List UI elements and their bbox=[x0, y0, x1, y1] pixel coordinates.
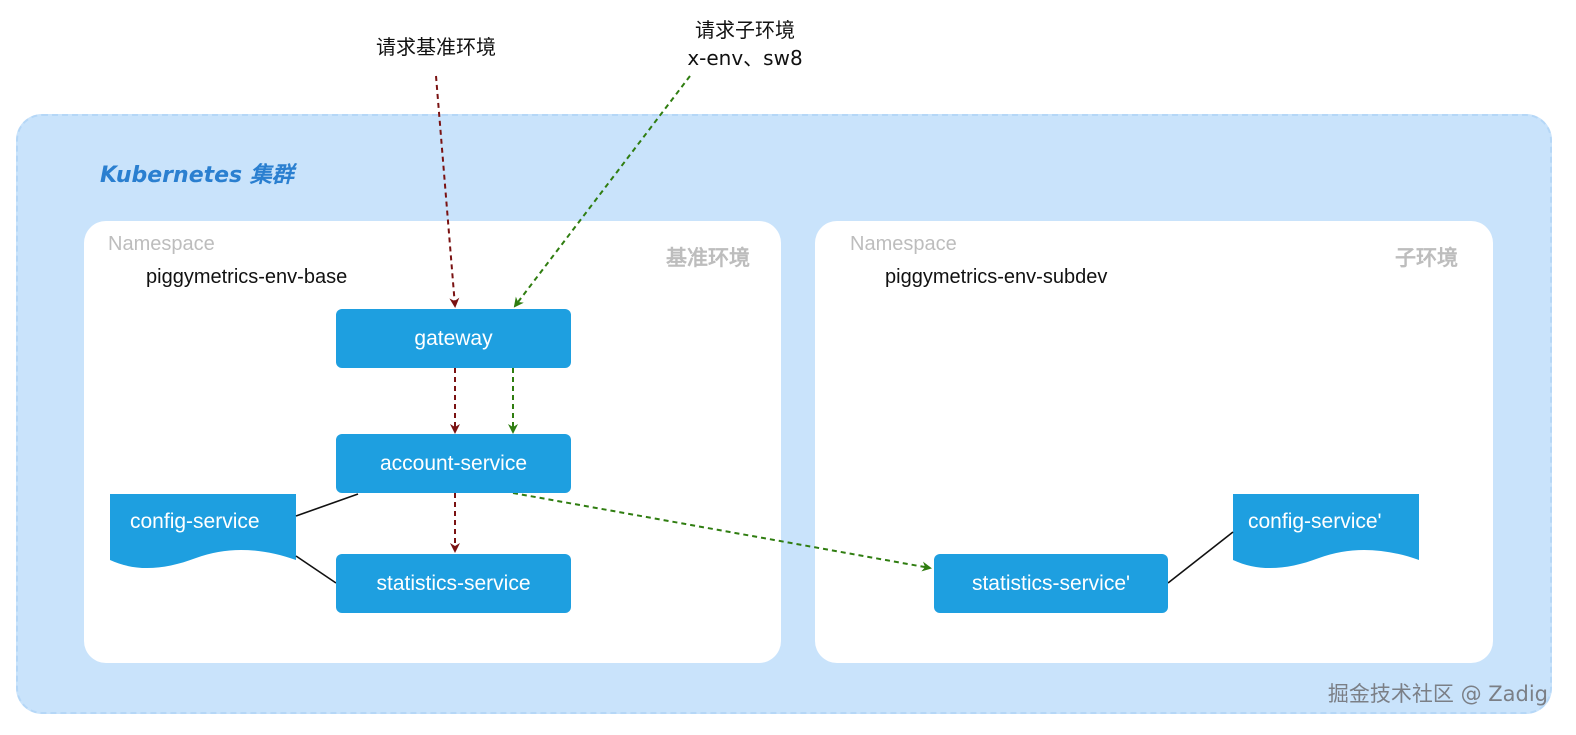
env-label-base: 基准环境 bbox=[666, 246, 750, 270]
cluster-title: Kubernetes 集群 bbox=[100, 163, 294, 188]
namespace-subdev-label: Namespace bbox=[850, 233, 957, 255]
connector-statistics-sub-config-sub bbox=[1167, 531, 1234, 584]
arrow-account-statistics-sub bbox=[512, 492, 932, 572]
env-label-sub: 子环境 bbox=[1395, 246, 1458, 270]
config-service-doc-shape bbox=[110, 494, 296, 569]
request-sub-line1: 请求子环境 bbox=[695, 18, 795, 42]
connector-account-config bbox=[295, 493, 359, 517]
connector-config-statistics bbox=[295, 555, 337, 584]
namespace-subdev-name: piggymetrics-env-subdev bbox=[885, 266, 1108, 288]
account-service-node: account-service bbox=[336, 434, 571, 493]
namespace-base-label: Namespace bbox=[108, 233, 215, 255]
request-base-label: 请求基准环境 bbox=[376, 35, 496, 59]
request-sub-label: 请求子环境 x-env、sw8 bbox=[660, 16, 830, 72]
config-service-label: config-service bbox=[130, 510, 260, 533]
arrow-request-sub-gateway bbox=[513, 75, 691, 308]
statistics-service-node: statistics-service bbox=[336, 554, 571, 613]
namespace-base-name: piggymetrics-env-base bbox=[146, 266, 348, 288]
gateway-node: gateway bbox=[336, 309, 571, 368]
config-service-sub-doc-shape bbox=[1233, 494, 1419, 569]
statistics-service-sub-node: statistics-service' bbox=[934, 554, 1168, 613]
arrow-request-base-gateway bbox=[435, 75, 460, 308]
request-sub-line2: x-env、sw8 bbox=[687, 46, 803, 70]
config-service-sub-label: config-service' bbox=[1248, 510, 1382, 533]
watermark: 掘金技术社区 @ Zadig bbox=[1327, 682, 1548, 706]
